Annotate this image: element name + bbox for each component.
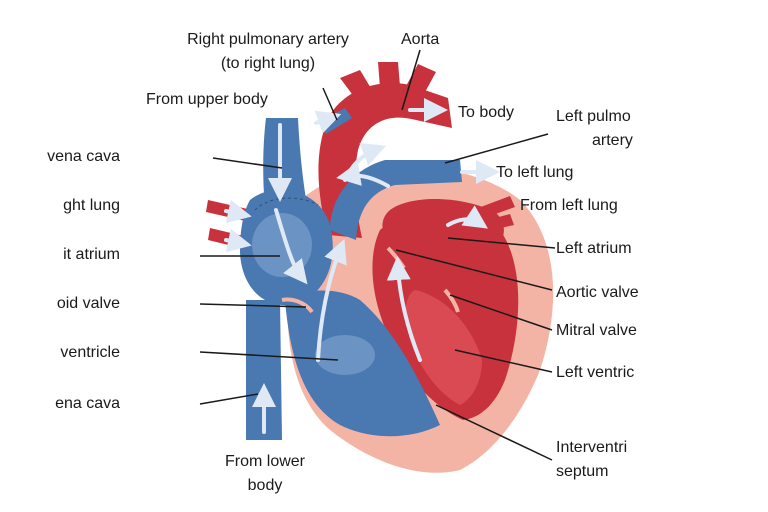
label-left-pulmonary-artery-2: artery: [592, 132, 633, 149]
right-ventricle-highlight: [315, 335, 375, 375]
label-left-atrium: Left atrium: [556, 240, 632, 257]
label-from-right-lung: ght lung: [63, 197, 120, 214]
aorta-branches: [340, 62, 436, 98]
label-superior-vena-cava: vena cava: [47, 148, 120, 165]
label-to-body: To body: [458, 104, 515, 121]
mitral-valve-shape: [443, 288, 460, 313]
label-from-lower-body-2: body: [247, 477, 283, 494]
label-right-pulmonary-artery-1: Right pulmonary artery: [187, 31, 349, 48]
label-right-pulmonary-artery-2: (to right lung): [220, 55, 316, 72]
tricuspid-valve-shape: [281, 297, 314, 314]
label-from-left-lung: From left lung: [520, 197, 618, 214]
atrium-boundary: [254, 197, 319, 211]
label-aortic-valve: Aortic valve: [556, 284, 639, 301]
label-from-upper-body: From upper body: [146, 91, 268, 108]
left-pulmonary-vein-lower: [480, 214, 514, 232]
label-from-lower-body-1: From lower: [224, 453, 305, 470]
label-mitral-valve: Mitral valve: [556, 322, 637, 339]
label-aorta: Aorta: [401, 31, 440, 48]
label-right-ventricle: ventricle: [60, 344, 120, 361]
leader-lines: [199, 49, 556, 461]
label-right-atrium: it atrium: [63, 246, 120, 263]
right-atrium-highlight: [252, 213, 312, 277]
label-to-left-lung: To left lung: [496, 164, 574, 181]
pulmonary-trunk: [330, 160, 462, 240]
label-septum-1: Interventri: [556, 439, 628, 456]
label-septum-2: septum: [556, 463, 609, 480]
left-ventricle-inner: [405, 290, 482, 405]
label-left-ventricle: Left ventric: [556, 364, 635, 381]
label-tricuspid-valve: oid valve: [56, 295, 120, 312]
label-left-pulmonary-artery-1: Left pulmo: [556, 108, 631, 125]
flow-arrows: [224, 98, 500, 434]
label-inferior-vena-cava: ena cava: [55, 395, 120, 412]
